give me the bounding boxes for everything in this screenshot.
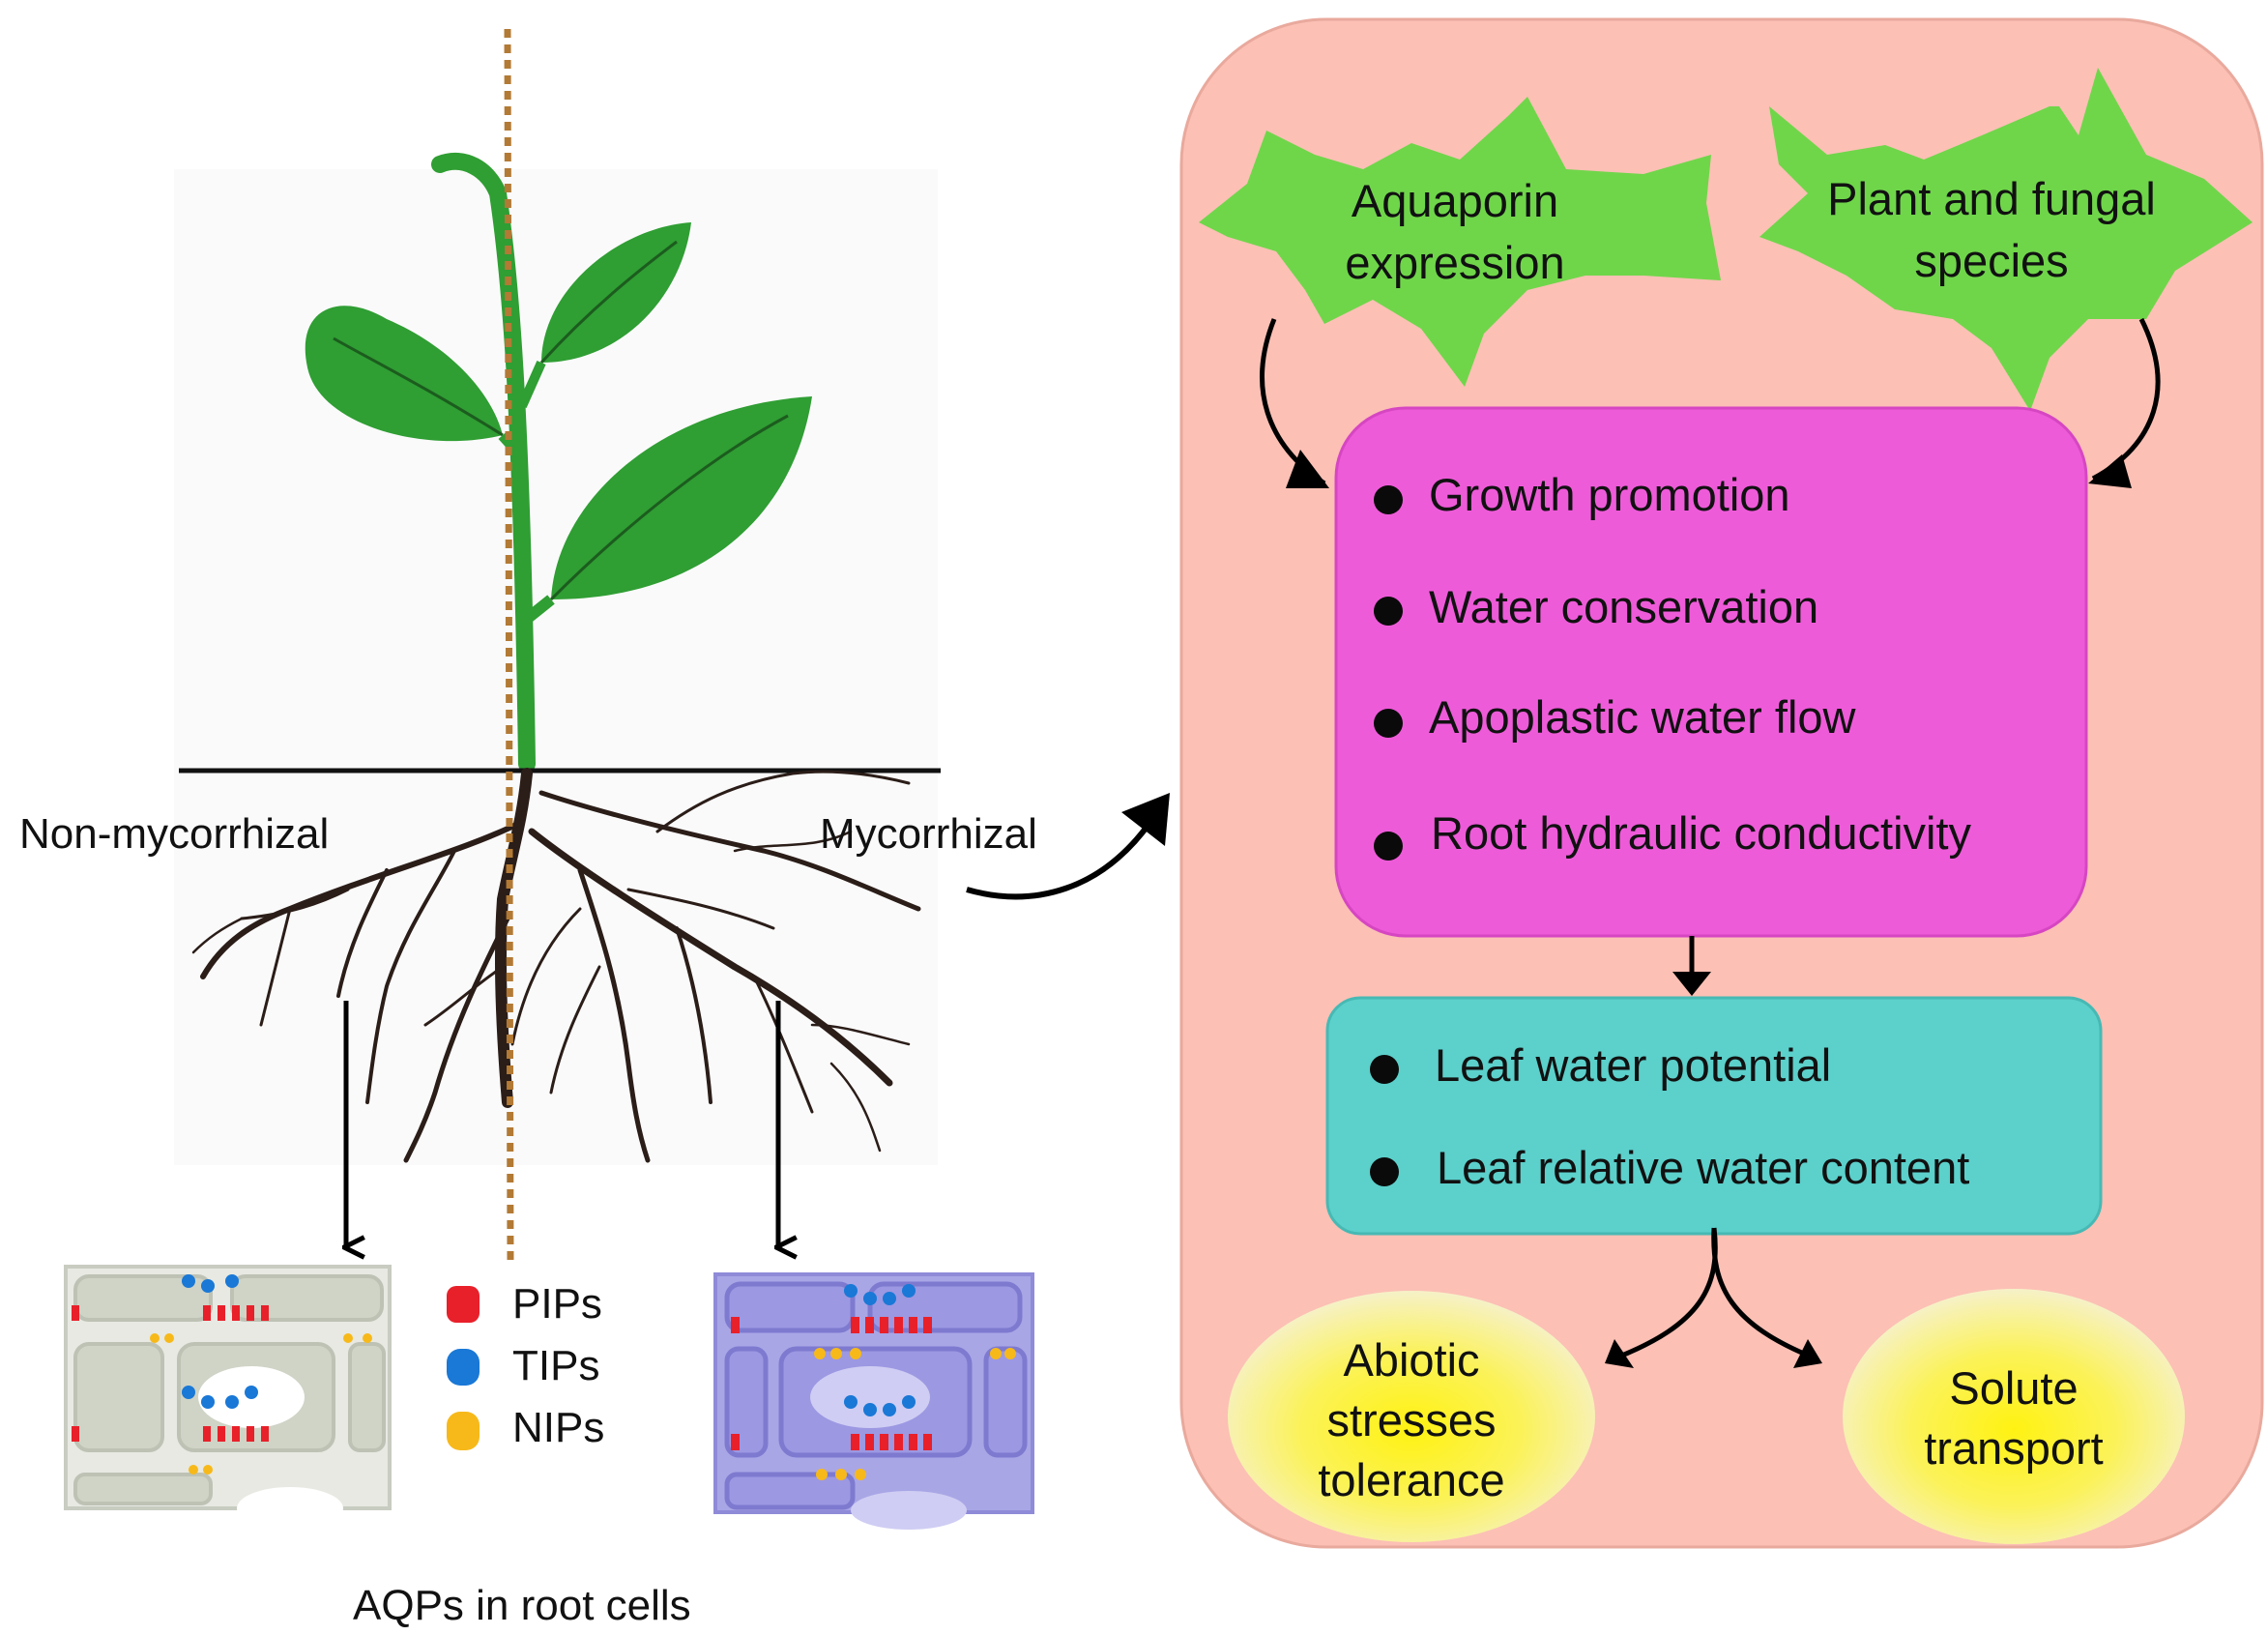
legend-label-tips: TIPs xyxy=(512,1342,600,1389)
legend-label-pips: PIPs xyxy=(512,1280,602,1328)
aqps-caption: AQPs in root cells xyxy=(353,1582,691,1629)
protein-legend xyxy=(447,1286,480,1450)
arrow-to-panel xyxy=(966,820,1153,900)
effect-item: Root hydraulic conductivity xyxy=(1431,807,1972,859)
label-non-mycorrhizal: Non-mycorrhizal xyxy=(19,810,330,858)
effects-bullets xyxy=(1374,485,1403,861)
oval-abiotic-stresses xyxy=(1228,1291,1595,1542)
leaf-upper-right xyxy=(539,222,691,365)
leaf-left xyxy=(305,306,504,442)
factor-plant-fungal-species: Plant and fungal species xyxy=(1827,173,2156,286)
oval-solute-transport xyxy=(1843,1289,2185,1544)
cell-box-non-mycorrhizal xyxy=(64,1265,392,1530)
effect-item: Apoplastic water flow xyxy=(1429,691,1856,743)
arrow-split-right xyxy=(1711,1227,1817,1361)
divider-dotted-line xyxy=(504,28,514,1268)
factor-aquaporin-expression: Aquaporin expression xyxy=(1345,175,1565,288)
effects-box xyxy=(1334,406,2088,938)
leaf-item: Leaf water potential xyxy=(1435,1039,1832,1091)
legend-swatch-pips xyxy=(447,1286,480,1323)
leaf-bullets xyxy=(1370,1055,1399,1186)
star-plant-fungal-species xyxy=(1759,68,2253,411)
label-mycorrhizal: Mycorrhizal xyxy=(820,810,1037,858)
legend-label-nips: NIPs xyxy=(512,1404,605,1451)
leaf-box xyxy=(1325,996,2103,1236)
outcome-solute-transport: Solute transport xyxy=(1924,1362,2104,1474)
effect-item: Growth promotion xyxy=(1429,469,1790,520)
legend-swatch-tips xyxy=(447,1349,480,1386)
root-system xyxy=(191,768,921,1163)
leaf-item: Leaf relative water content xyxy=(1437,1142,1970,1193)
outcome-abiotic-stresses: Abiotic stresses tolerance xyxy=(1318,1334,1505,1505)
plant-illustration xyxy=(174,28,941,1268)
leaf-lower-right xyxy=(549,396,812,601)
cell-box-mycorrhizal xyxy=(713,1272,1034,1530)
star-aquaporin-expression xyxy=(1199,97,1721,387)
effect-item: Water conservation xyxy=(1429,581,1819,632)
legend-swatch-nips xyxy=(447,1412,480,1450)
